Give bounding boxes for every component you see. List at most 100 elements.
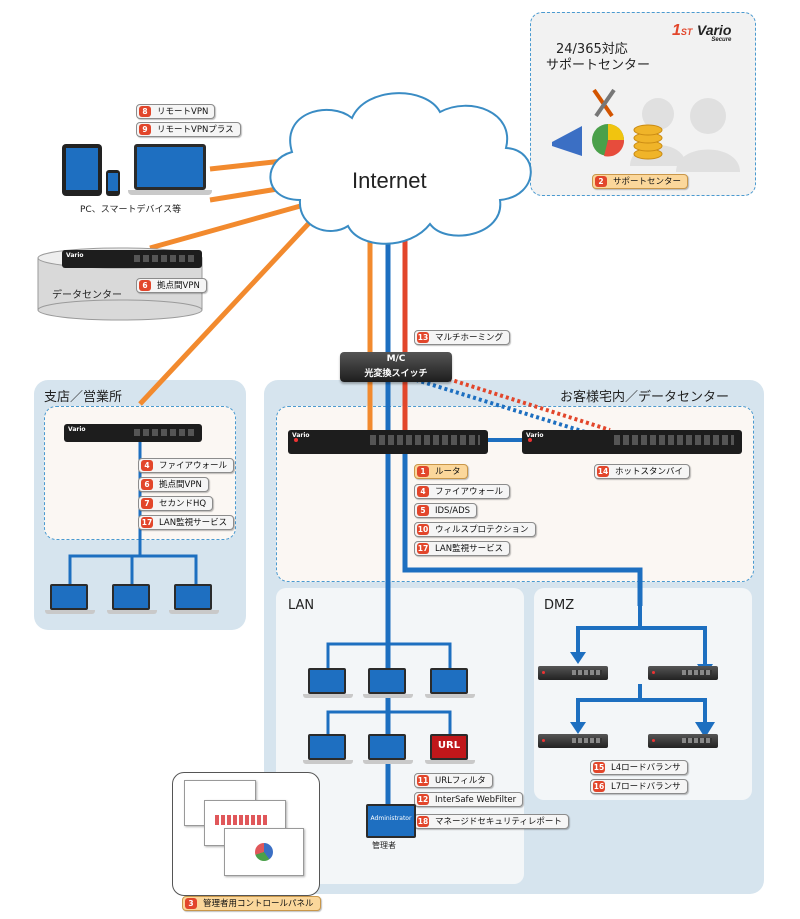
tag-number: 6 <box>139 280 151 291</box>
tag-control-panel[interactable]: 3 管理者用コントロールパネル <box>182 896 321 911</box>
laptop-base <box>128 190 212 195</box>
appliance-ports <box>134 255 194 262</box>
tag-number: 1 <box>417 466 429 477</box>
dmz-arrow-4 <box>695 722 715 738</box>
tag-number: 2 <box>595 176 607 187</box>
tag-label: セカンドHQ <box>159 499 207 509</box>
brand-logo-name: Vario <box>696 22 732 38</box>
laptop-base <box>425 760 475 764</box>
tag-label: ウィルスプロテクション <box>435 525 529 535</box>
support-illustration <box>552 88 740 172</box>
tag-lan-monitor[interactable]: 17 LAN監視サービス <box>414 541 511 556</box>
router-led <box>528 438 532 442</box>
support-title-line1: 24/365対応 <box>556 42 628 57</box>
tag-label: 管理者用コントロールパネル <box>203 899 314 909</box>
tag-support-center[interactable]: 2 サポートセンター <box>592 174 689 189</box>
datacenter-link <box>149 202 305 251</box>
tag-label: 拠点間VPN <box>157 281 200 291</box>
tag-branch-firewall[interactable]: 4 ファイアウォール <box>138 458 235 473</box>
tag-label: ホットスタンバイ <box>615 467 684 477</box>
datacenter-appliance: Vario <box>62 250 202 268</box>
datacenter-label: データセンター <box>52 290 122 301</box>
tag-label: リモートVPNプラス <box>157 125 234 135</box>
appliance-ports <box>614 435 734 445</box>
tag-label: 拠点間VPN <box>159 480 202 490</box>
tag-datacenter-vpn[interactable]: 6 拠点間VPN <box>136 278 207 293</box>
tag-label: InterSafe WebFilter <box>435 795 517 805</box>
tag-label: L4ロードバランサ <box>611 763 681 773</box>
tag-number: 18 <box>417 816 429 827</box>
tag-remote-vpn[interactable]: 8 リモートVPN <box>136 104 216 119</box>
lan-row2-branch <box>326 710 452 734</box>
dmz-arrow-3 <box>570 722 586 734</box>
laptop-screen <box>134 144 206 190</box>
tag-hot-standby[interactable]: 14 ホットスタンバイ <box>594 464 691 479</box>
dmz-upper-branch <box>576 626 707 664</box>
screenshot-3 <box>224 828 304 876</box>
tag-label: LAN監視サービス <box>159 518 228 528</box>
tag-label: L7ロードバランサ <box>611 782 681 792</box>
devices-caption: PC、スマートデバイス等 <box>80 205 182 215</box>
branch-link <box>138 220 312 406</box>
branch-title: 支店／営業所 <box>44 390 123 405</box>
url-screen <box>430 734 468 760</box>
dmz-server-1 <box>538 666 608 680</box>
tag-number: 16 <box>593 781 605 792</box>
dmz-lower-branch <box>576 698 707 722</box>
tag-label: LAN監視サービス <box>435 544 504 554</box>
dmz-server-2 <box>648 666 718 680</box>
bar-graph-icon <box>215 815 269 825</box>
tag-managed-security-report[interactable]: 18 マネージドセキュリティレポート <box>414 814 569 829</box>
appliance-logo: Vario <box>68 426 86 433</box>
tag-l4-load-balancer[interactable]: 15 L4ロードバランサ <box>590 760 688 775</box>
tag-multihoming[interactable]: 13 マルチホーミング <box>414 330 511 345</box>
tag-number: 8 <box>139 106 151 117</box>
tag-branch-vpn[interactable]: 6 拠点間VPN <box>138 477 209 492</box>
tablet-icon <box>62 144 102 196</box>
tag-number: 7 <box>141 498 153 509</box>
appliance-logo: Vario <box>526 432 544 439</box>
tag-remote-vpn-plus[interactable]: 9 リモートVPNプラス <box>136 122 241 137</box>
tag-number: 12 <box>417 794 429 805</box>
tag-number: 4 <box>141 460 153 471</box>
main-router-appliance: Vario <box>288 430 488 454</box>
control-panel-screenshots <box>184 780 304 880</box>
administrator-monitor: Administrator <box>366 804 416 838</box>
smartphone-screen <box>108 173 118 191</box>
tag-number: 4 <box>417 486 429 497</box>
tag-l7-load-balancer[interactable]: 16 L7ロードバランサ <box>590 779 688 794</box>
smartphone-icon <box>106 170 120 196</box>
tag-url-filter[interactable]: 11 URLフィルタ <box>414 773 493 788</box>
standby-router-appliance: Vario <box>522 430 742 454</box>
tag-router[interactable]: 1 ルータ <box>414 464 468 479</box>
tag-virus-protection[interactable]: 10 ウィルスプロテクション <box>414 522 536 537</box>
tag-branch-second-hq[interactable]: 7 セカンドHQ <box>138 496 214 511</box>
tag-ids-ads[interactable]: 5 IDS/ADS <box>414 503 478 518</box>
brand-logo-sub: Secure <box>711 37 732 43</box>
tablet-screen <box>66 148 98 190</box>
router-led <box>294 438 298 442</box>
standby-dashed-blue <box>409 376 599 438</box>
dmz-server-3 <box>538 734 608 748</box>
tag-label: IDS/ADS <box>435 506 471 516</box>
tag-number: 17 <box>417 543 429 554</box>
appliance-logo: Vario <box>292 432 310 439</box>
tag-number: 5 <box>417 505 429 516</box>
tag-number: 11 <box>417 775 429 786</box>
brand-logo: 1ST Vario Secure <box>672 22 731 43</box>
tag-number: 17 <box>141 517 153 528</box>
tag-intersafe[interactable]: 12 InterSafe WebFilter <box>414 792 524 807</box>
administrator-screen-text: Administrator <box>370 815 412 822</box>
dmz-server-4 <box>648 734 718 748</box>
tag-number: 9 <box>139 124 151 135</box>
tag-branch-lan-monitor[interactable]: 17 LAN監視サービス <box>138 515 235 530</box>
tag-firewall[interactable]: 4 ファイアウォール <box>414 484 511 499</box>
brand-logo-num: 1 <box>672 22 681 39</box>
coins-icon <box>633 124 663 160</box>
tag-label: ルータ <box>435 467 461 477</box>
internet-label: Internet <box>352 168 427 193</box>
pie-chart-icon <box>255 843 273 861</box>
appliance-ports <box>370 435 480 445</box>
tag-label: リモートVPN <box>157 107 209 117</box>
tag-label: URLフィルタ <box>435 776 486 786</box>
